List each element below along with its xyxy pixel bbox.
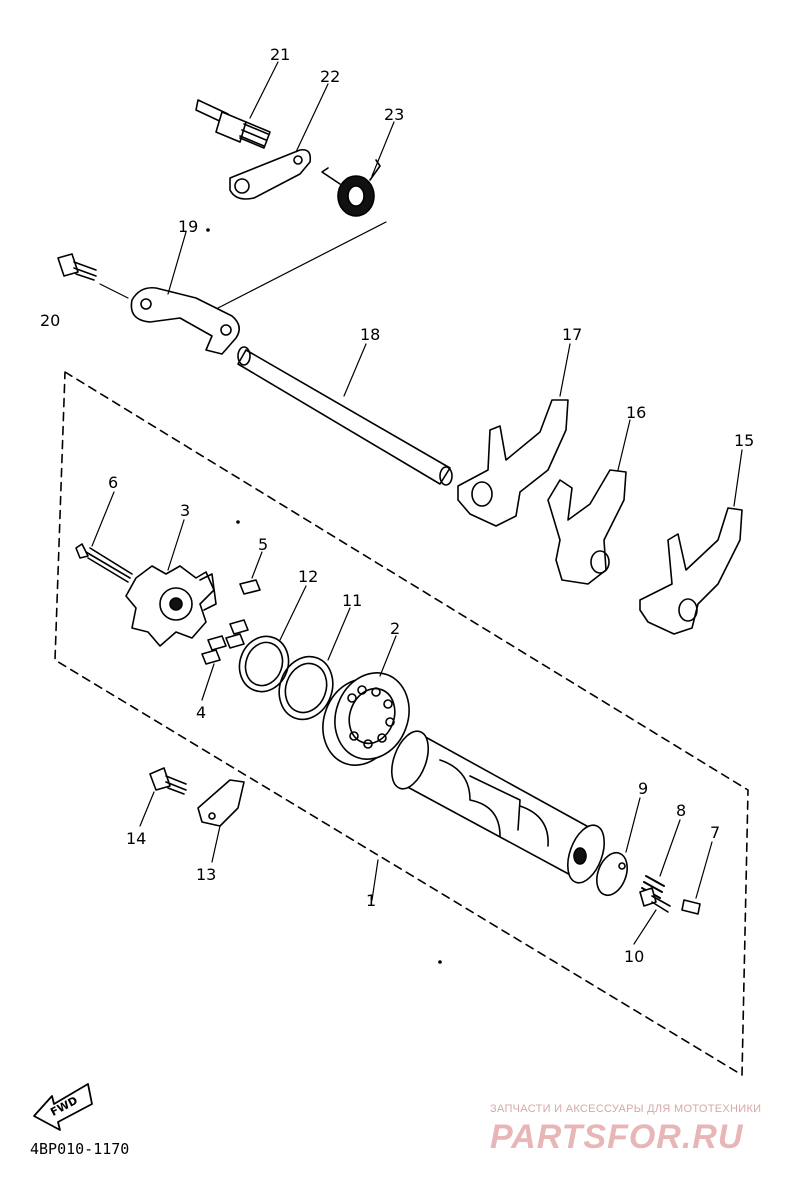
callout-22: 22 [320, 67, 340, 86]
part-10-screw [639, 887, 671, 913]
callout-11: 11 [342, 591, 362, 610]
part-7-pin [681, 899, 701, 915]
part-20-screw [57, 253, 97, 281]
callout-4: 4 [196, 703, 206, 722]
part-2-bearing [322, 672, 410, 766]
part-19-lever [130, 286, 240, 355]
callout-17: 17 [562, 325, 582, 344]
callout-6: 6 [108, 473, 118, 492]
callout-15: 15 [734, 431, 754, 450]
callout-5: 5 [258, 535, 268, 554]
part-15-fork [639, 507, 743, 635]
callout-7: 7 [710, 823, 720, 842]
callout-1: 1 [366, 891, 376, 910]
callout-23: 23 [384, 105, 404, 124]
callout-19: 19 [178, 217, 198, 236]
assembly-boundary [54, 371, 749, 1076]
callout-3: 3 [180, 501, 190, 520]
part-6-screw [75, 543, 133, 583]
callout-12: 12 [298, 567, 318, 586]
part-13-stopper [197, 779, 245, 827]
callout-14: 14 [126, 829, 146, 848]
part-9-plate [596, 851, 628, 897]
callout-8: 8 [676, 801, 686, 820]
callout-16: 16 [626, 403, 646, 422]
part-17-fork [457, 399, 569, 527]
part-1-shift-drum [390, 730, 606, 884]
part-12-circlip [238, 635, 290, 693]
part-23-spring [321, 159, 381, 217]
watermark-tagline: ЗАПЧАСТИ И АКСЕССУАРЫ ДЛЯ МОТОТЕХНИКИ [490, 1103, 762, 1115]
callout-21: 21 [270, 45, 290, 64]
diagram-code: 4BP010-1170 [30, 1140, 130, 1158]
callout-20: 20 [40, 311, 60, 330]
callout-2: 2 [390, 619, 400, 638]
part-21-bolt [195, 99, 271, 149]
part-18-shaft [237, 346, 453, 486]
part-3-segment [125, 565, 217, 647]
callout-13: 13 [196, 865, 216, 884]
fwd-arrow-icon [33, 1083, 93, 1131]
part-11-washer [278, 655, 334, 721]
callout-9: 9 [638, 779, 648, 798]
watermark-logo: PARTSFOR.RU [490, 1118, 744, 1156]
part-16-fork [547, 469, 627, 585]
part-4-pins [201, 619, 249, 665]
callout-10: 10 [624, 947, 644, 966]
callout-18: 18 [360, 325, 380, 344]
part-5-pin [239, 579, 261, 595]
part-14-bolt [149, 767, 187, 795]
part-22-arm [229, 148, 312, 200]
